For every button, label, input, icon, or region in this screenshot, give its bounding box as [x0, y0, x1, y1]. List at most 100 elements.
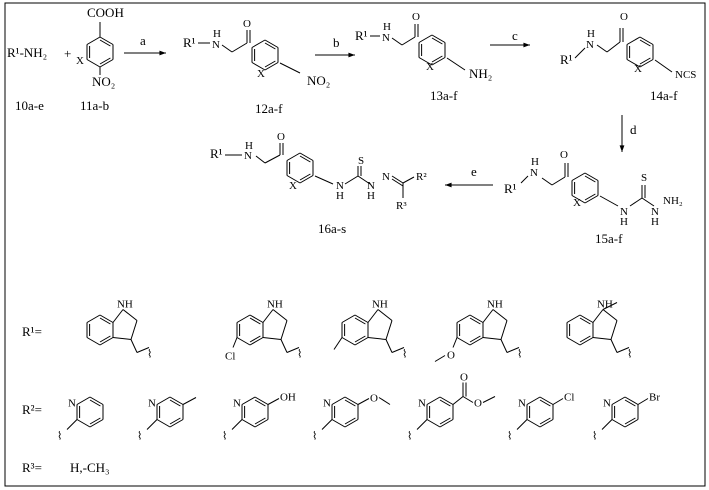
step-a-arrow-head [159, 50, 166, 56]
attachment-bond [231, 419, 243, 430]
indole-benzene-ring [99, 337, 114, 346]
ring-double-bond [99, 57, 111, 65]
compound-11-label: 11a-b [80, 98, 109, 113]
attachment-bond [66, 419, 78, 430]
nitrophenyl-ring [251, 39, 266, 48]
methyl-bond [333, 337, 343, 350]
ring-double-bond [431, 55, 443, 63]
nitrophenyl-ring [264, 39, 279, 48]
attachment-bond [601, 419, 613, 430]
nh-label: N [530, 167, 538, 179]
pyrrole-bond [500, 320, 508, 340]
bond [462, 396, 474, 403]
ring-double-bond [584, 175, 596, 183]
ring-double-bond [254, 417, 266, 425]
ring-double-bond [299, 173, 311, 181]
attachment-wavy-icon: ⌇ [627, 349, 632, 361]
nh-label: N [586, 39, 594, 51]
pyridine-ring [76, 396, 91, 405]
bond [391, 178, 404, 187]
ring-double-bond [264, 60, 276, 68]
bond [641, 197, 655, 207]
attachment-wavy-icon: ⌇ [297, 349, 302, 361]
benzoic-ring [99, 59, 114, 68]
ch2-bond [506, 347, 520, 353]
ring-double-bond [431, 37, 443, 45]
nh2-label: NH₂ [663, 195, 683, 207]
step-e-label: e [471, 164, 477, 179]
indole-nh-label: NH [117, 299, 133, 311]
bond [344, 175, 359, 185]
methyl-bond [602, 302, 618, 310]
r2-definition-label: R²= [22, 402, 42, 417]
ring-double-bond [89, 417, 101, 425]
pyridine-ring [169, 396, 184, 405]
nh-label: N [244, 150, 252, 162]
indole-benzene-ring [566, 314, 581, 323]
pyrrole-bond [262, 309, 274, 323]
indole-benzene-ring [341, 314, 356, 323]
ring-double-bond [99, 317, 111, 325]
aminophenyl-ring [431, 57, 446, 66]
h-label: H [587, 28, 595, 40]
bond [221, 44, 233, 53]
pyridine-ring [611, 419, 626, 428]
attachment-bond [146, 419, 158, 430]
nh-label: N [620, 206, 628, 218]
pyridine-ring [439, 396, 454, 405]
nh-label: N [336, 180, 344, 192]
x-label: X [573, 197, 581, 209]
h-label: H [531, 156, 539, 168]
nitrophenyl-ring [251, 62, 266, 71]
attachment-wavy-icon: ⌇ [312, 431, 317, 443]
ring-double-bond [469, 317, 481, 325]
r1-label: R¹ [183, 35, 196, 50]
ester-o-label: O [474, 398, 482, 410]
pyridine-ring [89, 419, 104, 428]
step-d-arrow-head [619, 145, 625, 152]
ring-double-bond [639, 57, 651, 65]
x-label: X [289, 180, 297, 192]
ring-double-bond [579, 317, 591, 325]
indole-benzene-ring [236, 314, 251, 323]
r3-values: H,-CH₃ [70, 460, 110, 475]
ring-double-bond [264, 42, 276, 50]
bond [654, 59, 673, 73]
ch2-bond [385, 339, 393, 353]
methyl-bond [182, 397, 197, 405]
attachment-wavy-icon: ⌇ [407, 431, 412, 443]
indole-benzene-ring [566, 337, 581, 346]
pyridine-n-label: N [418, 398, 426, 410]
compound-16-label: 16a-s [318, 221, 346, 236]
hydroxy-label: OH [280, 392, 296, 404]
ring-double-bond [469, 335, 481, 343]
indole-benzene-ring [99, 314, 114, 323]
bond [357, 175, 371, 185]
r3-definition-label: R³= [22, 460, 42, 475]
ch2-bond [616, 347, 630, 353]
benzoic-ring [86, 59, 101, 68]
aminophenyl-ring [418, 34, 433, 43]
imine-n-label: N [382, 171, 390, 183]
indole-nh-label: NH [372, 299, 388, 311]
step-c-label: c [512, 28, 518, 43]
ring-double-bond [344, 399, 356, 407]
attachment-wavy-icon: ⌇ [147, 349, 152, 361]
phenyl-ring [584, 195, 599, 204]
bond [629, 197, 643, 207]
benzoic-ring [99, 36, 114, 45]
pyrrole-bond [482, 309, 494, 323]
plus-sign: + [64, 46, 71, 61]
pyridine-ring [426, 419, 441, 428]
no2-label: NO₂ [92, 74, 115, 89]
bond [231, 42, 248, 53]
bond [446, 57, 466, 71]
h-label: H [383, 21, 391, 33]
indole-benzene-ring [354, 337, 369, 346]
methyl-bond [482, 396, 496, 403]
x-label: X [634, 63, 642, 75]
indole-benzene-ring [469, 314, 484, 323]
pyridine-ring [611, 396, 626, 405]
ring-double-bond [584, 193, 596, 201]
phenyl-ring [571, 172, 586, 181]
